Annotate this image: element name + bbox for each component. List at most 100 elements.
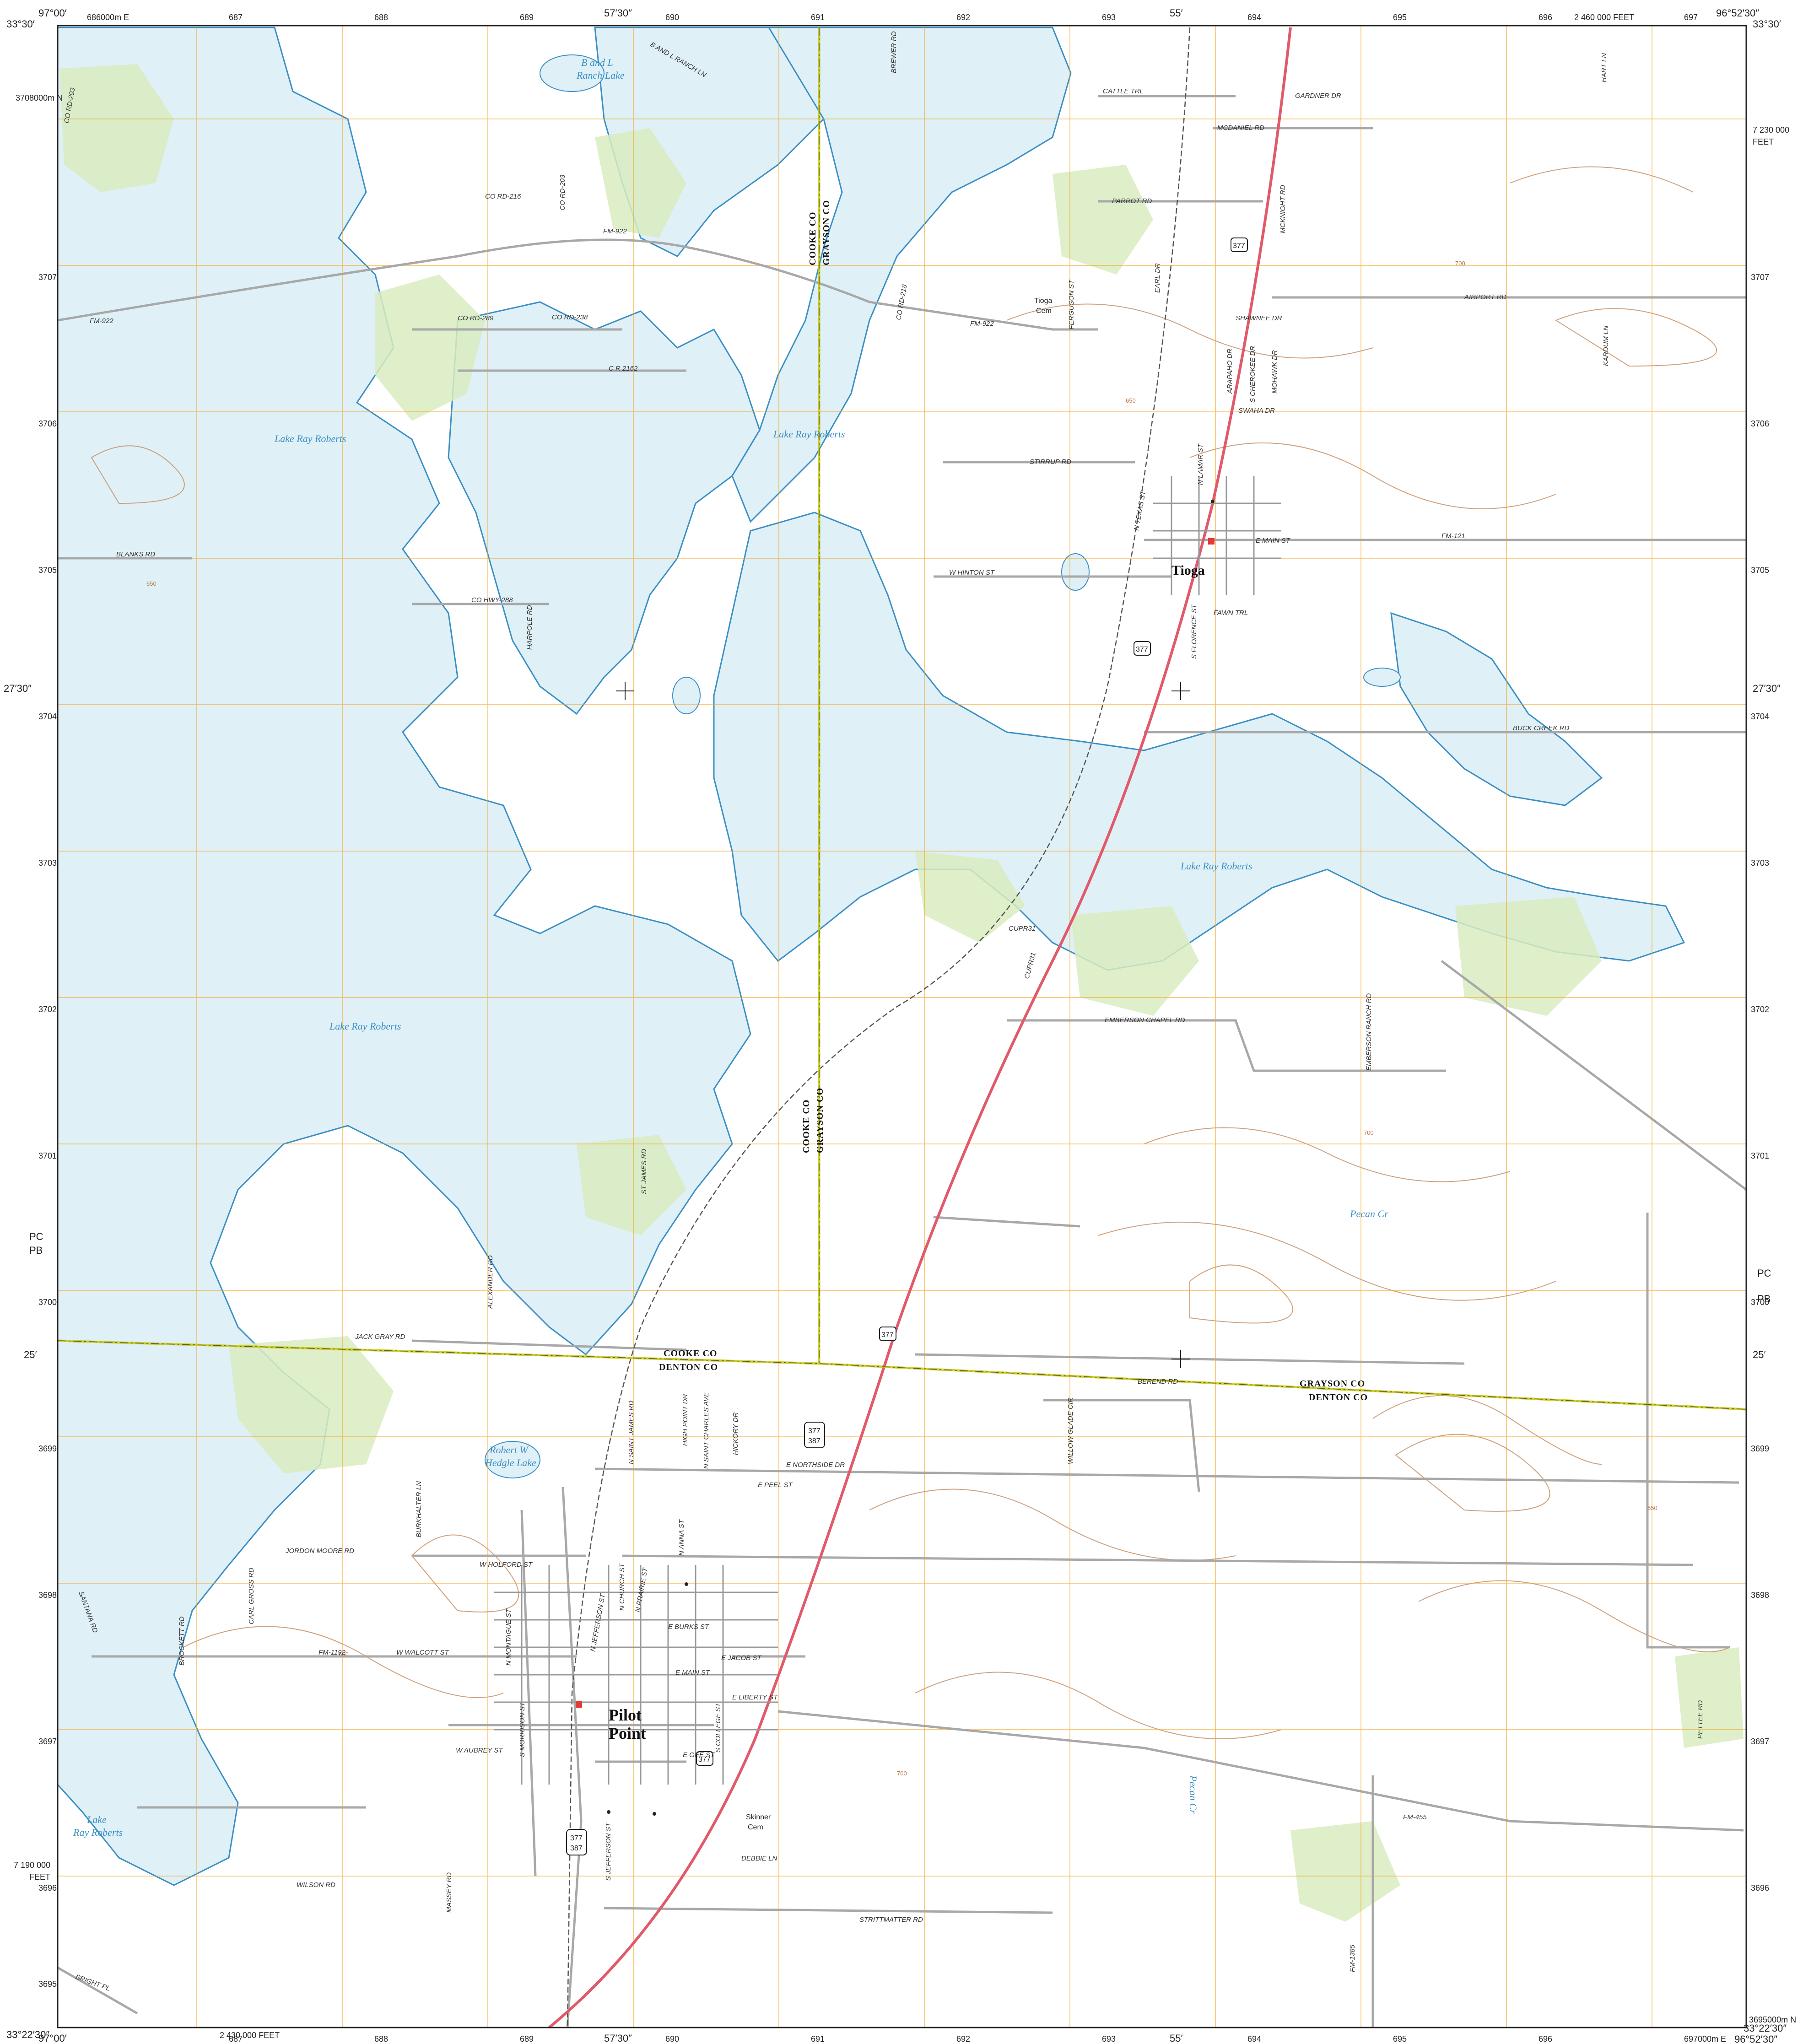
corner-top-left-lat: 33°30′ <box>6 18 35 30</box>
grid-top-easting: 691 <box>811 13 825 22</box>
shield-387-pp-north: 387 <box>808 1437 821 1445</box>
road-strittmatter-rd: STRITTMATTER RD <box>859 1916 923 1924</box>
state-plane-right: 7 230 000 <box>1753 125 1789 135</box>
grid-top-easting: 694 <box>1247 13 1261 22</box>
grid-right-northing: 3704 <box>1751 712 1769 721</box>
road-n-montague-st: N MONTAGUE ST <box>505 1608 513 1666</box>
road-shawnee-dr: SHAWNEE DR <box>1236 314 1282 322</box>
woodland-areas <box>59 64 1744 1922</box>
county-cooke-north: COOKE CO <box>808 212 818 265</box>
grid-right-northings: 3707370637053704370337023701370036993698… <box>1751 273 1769 1893</box>
road-fm-922-a: FM-922 <box>603 227 627 235</box>
state-plane-right-unit: FEET <box>1753 137 1774 146</box>
grid-bottom-easting: 692 <box>956 2034 970 2044</box>
road-fawn-trl: FAWN TRL <box>1214 609 1248 617</box>
grid-right-northing: 3707 <box>1751 273 1769 282</box>
road-co-rd-216: CO RD-216 <box>485 193 521 200</box>
grid-left-northing: 3696 <box>38 1883 57 1893</box>
road-fm-1385: FM-1385 <box>1349 1944 1356 1972</box>
road-cupr-31-a: CUPR31 <box>1009 925 1036 933</box>
grid-bottom-easting: 693 <box>1102 2034 1116 2044</box>
road-swaha-dr: SWAHA DR <box>1238 407 1275 415</box>
hedgle-lake-1: Robert W <box>489 1444 529 1456</box>
road-s-cherokee-dr: S CHEROKEE DR <box>1249 346 1257 403</box>
road-fm-455: FM-455 <box>1403 1813 1427 1821</box>
road-fm-1192: FM-1192 <box>318 1649 346 1656</box>
grid-bottom-easting: 696 <box>1538 2034 1552 2044</box>
shield-377-pp-south: 377 <box>570 1834 583 1842</box>
lat-25-right: 25′ <box>1753 1349 1766 1360</box>
state-plane-left-unit: FEET <box>29 1872 50 1882</box>
town-pilot-point-line1: Pilot <box>609 1706 642 1724</box>
road-w-walcott-st: W WALCOTT ST <box>396 1649 450 1656</box>
shield-377-pp-north: 377 <box>808 1427 821 1435</box>
road-debbie-ln: DEBBIE LN <box>741 1855 777 1862</box>
grid-right-northing: 3699 <box>1751 1444 1769 1453</box>
grid-bottom-easting: 690 <box>665 2034 679 2044</box>
corner-top-right-lon: 96°52′30″ <box>1716 7 1759 19</box>
county-denton-east: DENTON CO <box>1309 1392 1368 1402</box>
grid-right-northing: 3706 <box>1751 419 1769 428</box>
grid-bottom-easting: 695 <box>1393 2034 1407 2044</box>
grid-top-easting: 688 <box>374 13 388 22</box>
shield-387-pp-south: 387 <box>570 1844 583 1852</box>
mid-lon-top: 57′30″ <box>604 7 632 19</box>
shield-377-pp-east: 377 <box>698 1756 711 1764</box>
town-pilot-point-line2: Point <box>609 1724 646 1742</box>
road-fm-922-c: FM-922 <box>970 320 994 328</box>
highway-us377 <box>548 27 1292 2029</box>
pecan-creek-south: Pecan Cr <box>1188 1775 1199 1814</box>
road-berend-rd: BEREND RD <box>1138 1378 1178 1386</box>
grid-top-first: 686000m E <box>87 13 129 22</box>
road-e-main-st-pp: E MAIN ST <box>675 1669 711 1677</box>
utm-grid <box>58 26 1746 2028</box>
road-s-morrison-st: S MORRISON ST <box>518 1701 526 1757</box>
road-fm-922-b: FM-922 <box>90 317 113 325</box>
zone-pc-left: PC <box>29 1231 43 1242</box>
grid-bottom-right-northing: 3695000m N <box>1749 2015 1796 2024</box>
road-jordon-moore-rd: JORDON MOORE RD <box>285 1547 354 1555</box>
lake-label-sw-1: Lake <box>86 1814 107 1825</box>
road-kardum-ln: KARDUM LN <box>1602 325 1610 366</box>
grid-bottom-easting: 689 <box>520 2034 534 2044</box>
road-carl-gross-rd: CARL GROSS RD <box>248 1568 255 1624</box>
grid-right-northing: 3702 <box>1751 1005 1769 1014</box>
lake-label-south: Lake Ray Roberts <box>329 1020 401 1032</box>
road-mohawk-dr: MOHAWK DR <box>1271 350 1279 394</box>
road-w-aubrey-st: W AUBREY ST <box>456 1747 503 1754</box>
lake-label-central: Lake Ray Roberts <box>773 428 845 440</box>
road-high-point-dr: HIGH POINT DR <box>681 1394 689 1446</box>
road-mcknight-rd: MCKNIGHT RD <box>1279 185 1287 233</box>
hedgle-lake-2: Hedgle Lake <box>485 1457 536 1468</box>
shield-377-north: 377 <box>1233 242 1245 250</box>
road-burkhalter-ln: BURKHALTER LN <box>415 1481 423 1537</box>
town-tioga: Tioga <box>1171 563 1205 578</box>
road-gardner-dr: GARDNER DR <box>1295 92 1341 100</box>
county-grayson-east: GRAYSON CO <box>1300 1379 1365 1389</box>
road-fm-121: FM-121 <box>1441 532 1465 540</box>
grid-right-northing: 3697 <box>1751 1737 1769 1746</box>
county-lines-dash <box>57 27 1747 1410</box>
county-grayson-north: GRAYSON CO <box>821 200 831 265</box>
map-neatline <box>57 25 1747 2028</box>
grid-bottom-easting: 694 <box>1247 2034 1261 2044</box>
road-n-saint-charles-ave: N SAINT CHARLES AVE <box>702 1392 710 1469</box>
grid-top-easting: 689 <box>520 13 534 22</box>
grid-left-first: 3708000m N <box>16 93 63 102</box>
road-e-liberty-st: E LIBERTY ST <box>732 1693 778 1701</box>
lon-55-top: 55′ <box>1170 7 1183 19</box>
corner-bottom-right-lat: 33°22′30″ <box>1744 2022 1787 2034</box>
grid-right-northing: 3698 <box>1751 1591 1769 1600</box>
grid-top-easting: 695 <box>1393 13 1407 22</box>
corner-bottom-right-lon: 96°52′30″ <box>1734 2033 1777 2044</box>
road-stirrup-rd: STIRRUP RD <box>1030 458 1071 466</box>
zone-pc-right: PC <box>1757 1267 1771 1279</box>
road-n-church-st: N CHURCH ST <box>618 1563 626 1611</box>
road-parrot-rd: PARROT RD <box>1112 197 1152 205</box>
road-blanks-rd: BLANKS RD <box>116 550 155 558</box>
road-w-hinton-st: W HINTON ST <box>949 569 995 577</box>
grid-top-easting: 687 <box>229 13 243 22</box>
road-co-rd-238: CO RD-238 <box>552 313 588 321</box>
